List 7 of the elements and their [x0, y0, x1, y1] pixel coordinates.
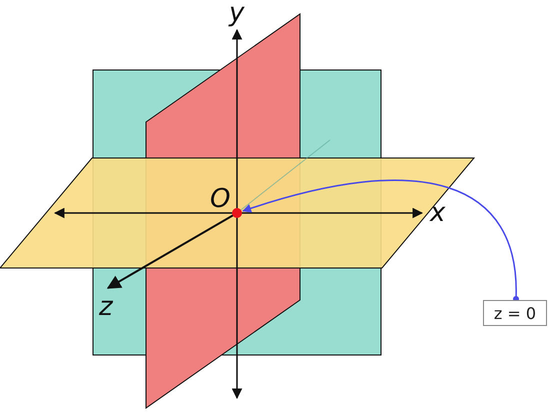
axis-label: z [99, 294, 113, 320]
axis-label: x [430, 200, 446, 226]
origin-label: O [210, 186, 230, 212]
callout-label: z = 0 [483, 300, 547, 326]
origin-point [232, 208, 242, 218]
leader-line [242, 180, 519, 302]
axis-label: y [229, 0, 244, 26]
